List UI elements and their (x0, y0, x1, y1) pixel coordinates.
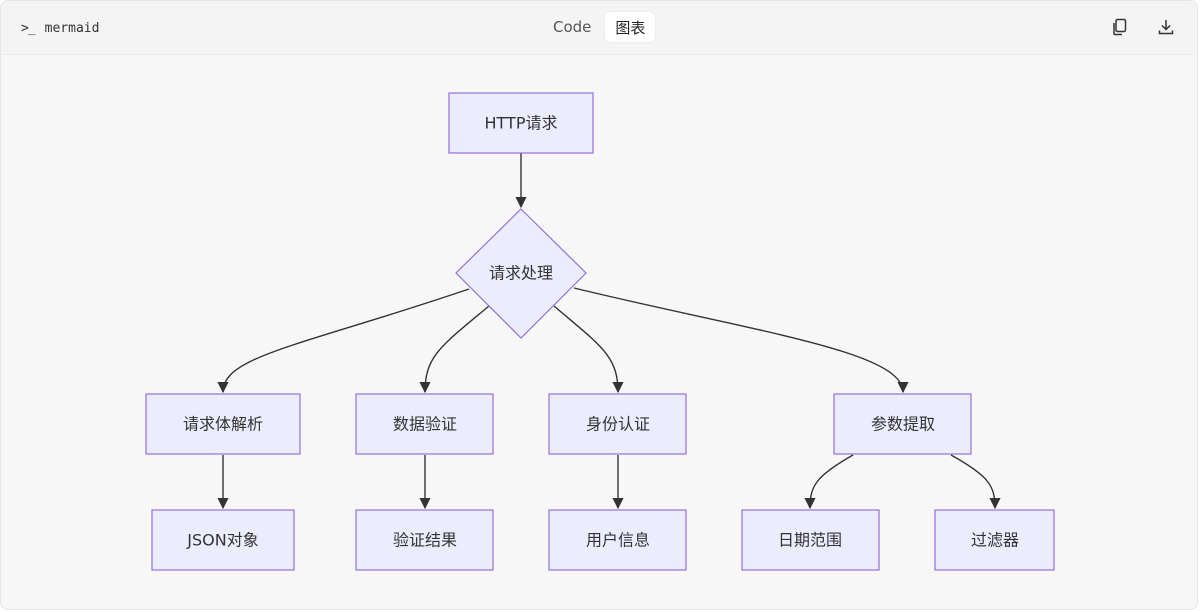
terminal-prompt-icon: >_ (21, 20, 36, 36)
flowchart-diagram: HTTP请求 请求处理 请求体解析 数据验证 身份认证 参数提取 (145, 92, 1055, 571)
copy-button[interactable] (1109, 16, 1131, 38)
node-label: 请求处理 (489, 264, 553, 283)
copy-icon (1113, 18, 1127, 36)
node-label: 过滤器 (971, 531, 1019, 550)
edge-process-to-auth (553, 305, 624, 394)
node-label: 身份认证 (586, 415, 650, 434)
node-filter: 过滤器 (934, 509, 1055, 571)
node-authentication: 身份认证 (548, 393, 687, 455)
tab-code[interactable]: Code (553, 18, 592, 36)
node-label: 日期范围 (778, 531, 842, 550)
toolbar-actions (1109, 16, 1177, 38)
node-parameter-extraction: 参数提取 (833, 393, 972, 455)
edge-extract-to-filter (950, 454, 1001, 510)
download-icon (1158, 20, 1174, 35)
view-tabs: Code 图表 (543, 12, 656, 42)
node-label: JSON对象 (186, 531, 258, 550)
node-label: 用户信息 (586, 531, 650, 550)
language-label-group: >_ mermaid (21, 18, 99, 38)
language-label: mermaid (44, 20, 100, 36)
node-date-range: 日期范围 (741, 509, 880, 571)
edge-process-to-parse-body (217, 288, 470, 394)
node-http-request: HTTP请求 (448, 92, 594, 154)
node-body-parsing: 请求体解析 (145, 393, 301, 455)
toolbar: >_ mermaid Code 图表 (1, 1, 1197, 55)
node-request-processing: 请求处理 (455, 208, 587, 339)
edge-extract-to-date-range (804, 454, 854, 510)
node-label: 数据验证 (393, 415, 457, 434)
edge-process-to-validate (419, 305, 490, 394)
node-data-validation: 数据验证 (355, 393, 494, 455)
diagram-canvas: HTTP请求 请求处理 请求体解析 数据验证 身份认证 参数提取 (1, 55, 1197, 609)
tab-diagram[interactable]: 图表 (605, 12, 656, 42)
node-user-info: 用户信息 (548, 509, 687, 571)
node-label: 请求体解析 (183, 415, 263, 434)
node-label: HTTP请求 (485, 114, 558, 133)
edges (217, 153, 1001, 510)
node-label: 验证结果 (393, 531, 457, 550)
node-label: 参数提取 (871, 415, 935, 434)
node-validation-result: 验证结果 (355, 509, 494, 571)
edge-process-to-extract (573, 287, 909, 394)
node-json-object: JSON对象 (151, 509, 295, 571)
download-button[interactable] (1155, 16, 1177, 38)
